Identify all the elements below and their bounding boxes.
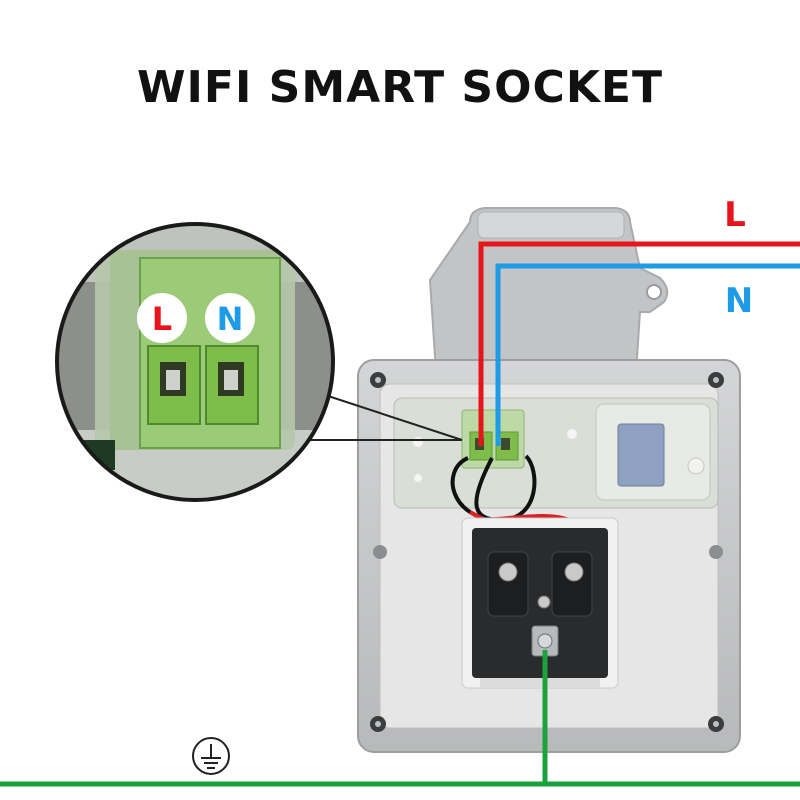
corner-screws	[370, 372, 724, 732]
terminal-label-neutral: N	[217, 300, 244, 338]
wifi-module	[393, 397, 719, 509]
socket-hood	[428, 207, 669, 373]
ground-symbol-icon	[192, 737, 230, 775]
live-wire-label: L	[724, 195, 746, 235]
neutral-wire	[495, 263, 800, 446]
terminal-label-live: L	[152, 300, 172, 338]
earth-wire	[0, 650, 800, 787]
page-title: WIFI SMART SOCKET	[137, 62, 663, 113]
callout-lines	[300, 393, 463, 441]
neutral-wire-label: N	[725, 281, 753, 321]
live-wire	[478, 241, 800, 446]
socket-insert	[461, 517, 619, 689]
zoom-inset: L N	[55, 222, 335, 502]
